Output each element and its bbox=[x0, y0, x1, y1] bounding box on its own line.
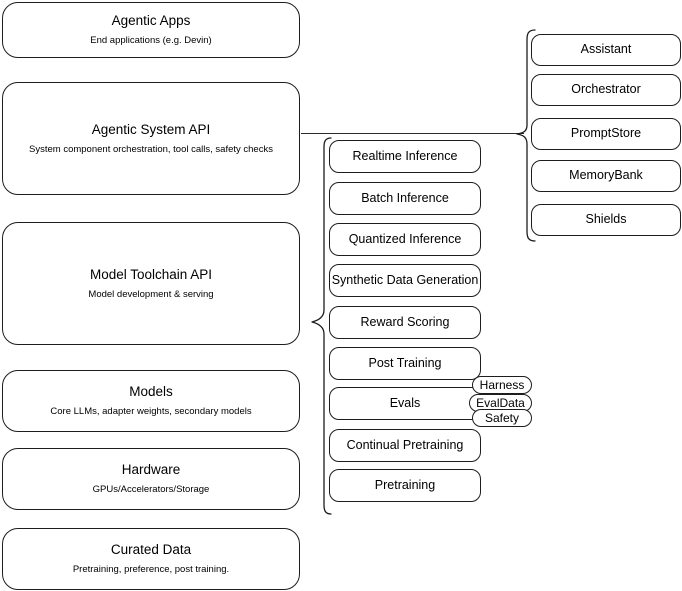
item-label: MemoryBank bbox=[569, 168, 643, 183]
layer-subtitle: System component orchestration, tool cal… bbox=[29, 143, 273, 155]
layer-models[interactable]: Models Core LLMs, adapter weights, secon… bbox=[2, 370, 300, 432]
item-batch-inference[interactable]: Batch Inference bbox=[329, 182, 481, 215]
item-label: Post Training bbox=[368, 355, 442, 370]
layer-subtitle: GPUs/Accelerators/Storage bbox=[92, 484, 210, 495]
layer-subtitle: Model development & serving bbox=[88, 288, 214, 300]
bracket-model-toolchain bbox=[311, 137, 332, 515]
item-label: Evals bbox=[389, 395, 421, 410]
item-reward-scoring[interactable]: Reward Scoring bbox=[329, 306, 481, 339]
item-label: Pretraining bbox=[374, 477, 436, 492]
item-label: Realtime Inference bbox=[352, 148, 458, 163]
layer-title: Models bbox=[129, 384, 173, 400]
item-evals[interactable]: Evals bbox=[329, 387, 481, 420]
pill-label: Safety bbox=[484, 411, 520, 425]
item-label: Quantized Inference bbox=[348, 231, 462, 246]
item-memorybank[interactable]: MemoryBank bbox=[531, 160, 681, 192]
layer-title: Curated Data bbox=[110, 542, 192, 558]
pill-harness[interactable]: Harness bbox=[472, 376, 532, 394]
item-label: Shields bbox=[585, 212, 627, 227]
layer-subtitle: End applications (e.g. Devin) bbox=[90, 35, 212, 46]
layer-title: Model Toolchain API bbox=[89, 266, 213, 282]
item-label: Continual Pretraining bbox=[346, 437, 464, 452]
item-pretraining[interactable]: Pretraining bbox=[329, 469, 481, 502]
layer-subtitle: Core LLMs, adapter weights, secondary mo… bbox=[50, 406, 252, 417]
layer-title: Agentic System API bbox=[91, 121, 211, 137]
item-promptstore[interactable]: PromptStore bbox=[531, 118, 681, 150]
layer-agentic-apps[interactable]: Agentic Apps End applications (e.g. Devi… bbox=[2, 2, 300, 58]
item-label: Batch Inference bbox=[361, 190, 449, 205]
item-orchestrator[interactable]: Orchestrator bbox=[531, 74, 681, 106]
layer-title: Hardware bbox=[121, 462, 181, 478]
item-assistant[interactable]: Assistant bbox=[531, 34, 681, 66]
item-label: Synthetic Data Generation bbox=[331, 272, 479, 287]
item-shields[interactable]: Shields bbox=[531, 204, 681, 236]
item-label: PromptStore bbox=[570, 126, 642, 141]
pill-safety[interactable]: Safety bbox=[472, 409, 532, 427]
pill-label: EvalData bbox=[476, 396, 525, 410]
layer-agentic-system-api[interactable]: Agentic System API System component orch… bbox=[2, 82, 300, 195]
bracket-agentic-system-components bbox=[516, 29, 536, 242]
pill-label: Harness bbox=[479, 378, 525, 392]
item-label: Reward Scoring bbox=[360, 314, 450, 329]
item-post-training[interactable]: Post Training bbox=[329, 347, 481, 380]
item-label: Assistant bbox=[580, 42, 632, 57]
connector-line-system-api-to-components bbox=[301, 133, 524, 135]
item-quantized-inference[interactable]: Quantized Inference bbox=[329, 223, 481, 256]
layer-hardware[interactable]: Hardware GPUs/Accelerators/Storage bbox=[2, 448, 300, 510]
layer-subtitle: Pretraining, preference, post training. bbox=[72, 564, 230, 575]
item-realtime-inference[interactable]: Realtime Inference bbox=[329, 140, 481, 173]
item-synthetic-data-generation[interactable]: Synthetic Data Generation bbox=[329, 264, 481, 297]
layer-curated-data[interactable]: Curated Data Pretraining, preference, po… bbox=[2, 528, 300, 590]
item-continual-pretraining[interactable]: Continual Pretraining bbox=[329, 429, 481, 462]
layer-model-toolchain-api[interactable]: Model Toolchain API Model development & … bbox=[2, 222, 300, 345]
item-label: Orchestrator bbox=[571, 82, 641, 97]
layer-title: Agentic Apps bbox=[111, 13, 191, 29]
